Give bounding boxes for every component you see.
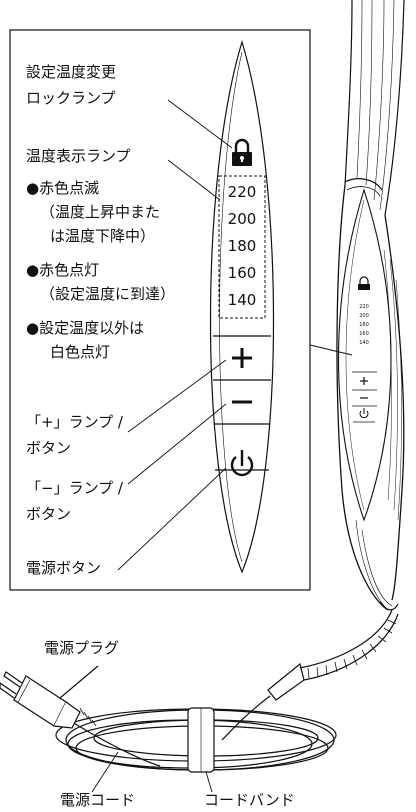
lock-icon <box>232 138 252 166</box>
plus-label-line1: 「+」ランプ / <box>26 413 123 431</box>
note-steady-bullet: ●赤色点灯 <box>26 261 100 279</box>
temp-140: 140 <box>227 291 257 309</box>
lock-lamp-label-line1: 設定温度変更 <box>26 63 117 81</box>
temp-lamp-label: 温度表示ランプ <box>26 147 131 165</box>
temp-220: 220 <box>227 183 257 201</box>
note-blinking-bullet: ●赤色点滅 <box>26 179 100 197</box>
mini-temp-220: 220 <box>359 304 369 310</box>
minus-label-line1: 「−」ランプ / <box>26 479 123 497</box>
power-icon <box>230 450 254 477</box>
mini-temp-160: 160 <box>359 331 369 337</box>
temp-200: 200 <box>227 210 257 228</box>
mini-temp-200: 200 <box>359 313 369 319</box>
temp-group-box <box>218 175 266 319</box>
note-blinking-line2: は温度下降中） <box>50 227 156 245</box>
note-steady-line1: （設定温度に到達） <box>40 285 176 303</box>
power-label: 電源ボタン <box>26 559 102 577</box>
plus-icon <box>232 348 252 368</box>
mini-temp-140: 140 <box>359 340 369 346</box>
note-white-bullet: ●設定温度以外は <box>26 319 145 337</box>
hair-iron-illustration <box>267 0 405 701</box>
cord-band-label: コードバンド <box>204 791 295 809</box>
cord-and-plug-illustration <box>0 665 337 793</box>
cord-label: 電源コード <box>60 791 136 809</box>
temp-180: 180 <box>227 237 257 255</box>
note-white-line1: 白色点灯 <box>50 343 111 361</box>
plus-label-line2: ボタン <box>26 439 72 457</box>
minus-label-line2: ボタン <box>26 505 72 523</box>
plug-label: 電源プラグ <box>44 639 120 657</box>
panel-frame <box>9 29 311 591</box>
mini-temp-180: 180 <box>359 322 369 328</box>
control-strip-outline <box>209 39 275 574</box>
lock-lamp-label-line2: ロックランプ <box>26 89 116 107</box>
note-blinking-line1: （温度上昇中また <box>40 203 161 221</box>
temp-160: 160 <box>227 264 257 282</box>
